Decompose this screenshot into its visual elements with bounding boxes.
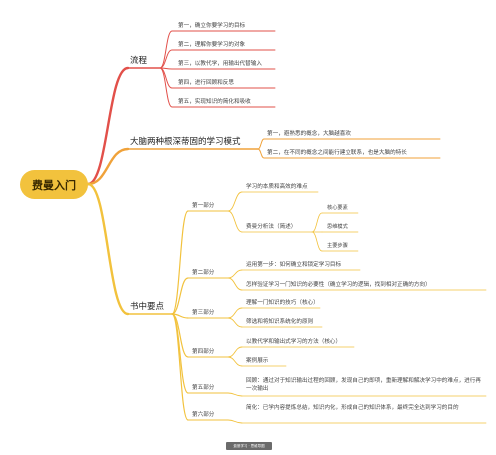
connector-part-1-sub-1 <box>311 212 323 233</box>
connector-part-1-item-2 <box>227 210 243 233</box>
part-1-sub-1[interactable]: 核心要素 <box>327 205 348 211</box>
part-4-item-2[interactable]: 案例展示 <box>246 358 269 364</box>
flow-item-5[interactable]: 第五，实现知识的简化和吸收 <box>178 99 251 105</box>
part-2-label[interactable]: 第二部分 <box>192 270 215 276</box>
flow-item-1[interactable]: 第一，确立你要学习的目标 <box>178 23 246 29</box>
flow-item-3[interactable]: 第三，以教代学，用输出代替输入 <box>178 61 262 67</box>
part-1-sub-3[interactable]: 主要步骤 <box>327 243 348 249</box>
connector-part-1-item-1 <box>227 191 243 212</box>
connector-part-1-sub-3 <box>311 231 323 252</box>
connector-part-4-item-2 <box>227 356 243 367</box>
connector-flow-5 <box>159 67 173 108</box>
root-label: 费曼入门 <box>32 178 76 192</box>
connector-part-3-item-2 <box>227 317 243 328</box>
connector-part-5 <box>171 313 189 394</box>
part-2-item-2[interactable]: 怎样验证学习一门知识的必要性（确立学习的逻辑，找到相对正确的方向） <box>246 282 431 288</box>
connector-part-6 <box>171 313 189 421</box>
connector-part-2-item-1 <box>227 269 243 279</box>
footer-text: 费曼学习 · 思维导图 <box>233 443 265 448</box>
connector-modes-1 <box>257 138 265 150</box>
part-1-item-1[interactable]: 学习的本质和高效的难点 <box>246 184 308 190</box>
part-6-label[interactable]: 第六部分 <box>192 412 215 418</box>
modes-item-2[interactable]: 第二，在不同的概念之间能行建立联系，也是大脑的特长 <box>267 150 407 156</box>
part-4-item-1[interactable]: 以教代学和输出式学习的方法（核心） <box>246 339 342 345</box>
connector-part-4-item-1 <box>227 346 243 358</box>
part-3-label[interactable]: 第三部分 <box>192 310 215 316</box>
part-5-item-1[interactable]: 回顾：通过对于知识输出过程的回顾，发现自己的即项，重新理解和解决学习中的难点，进… <box>246 378 481 392</box>
connector-root-modes <box>86 147 130 186</box>
branch-book-label[interactable]: 书中要点 <box>130 302 165 312</box>
part-1-label[interactable]: 第一部分 <box>192 203 215 209</box>
connector-root-flow <box>86 66 130 186</box>
flow-item-4[interactable]: 第四，进行回顾和反思 <box>178 80 234 86</box>
branch-modes-label[interactable]: 大脑两种根深蒂固的学习模式 <box>130 137 241 147</box>
connector-flow-1 <box>159 30 173 69</box>
branch-flow-label[interactable]: 流程 <box>130 56 148 66</box>
part-1-item-2[interactable]: 费曼分析法（简述） <box>246 224 297 230</box>
connector-part-6-item-1 <box>227 419 243 424</box>
connector-root-book <box>86 182 130 316</box>
part-5-label[interactable]: 第五部分 <box>192 385 215 391</box>
connector-modes-2 <box>257 148 265 159</box>
modes-item-1[interactable]: 第一，避熟悉的概念，大脑越喜欢 <box>267 131 351 137</box>
connector-part-5-item-1 <box>227 392 243 397</box>
part-3-item-1[interactable]: 理解一门知识的技巧（核心） <box>246 300 319 306</box>
connector-part-3-item-1 <box>227 307 243 319</box>
part-3-item-2[interactable]: 筛选和将知识系统化的原则 <box>246 319 314 325</box>
connector-part-2 <box>171 277 189 315</box>
footer-watermark: 费曼学习 · 思维导图 <box>226 442 272 450</box>
part-1-sub-2[interactable]: 思维模式 <box>327 224 348 230</box>
connector-part-1 <box>171 210 189 315</box>
flow-item-2[interactable]: 第二，理解你要学习的对象 <box>178 42 246 48</box>
part-6-item-1[interactable]: 简化：已学内容提炼总结，知识内化，形成自己的知识体系，最终完全达到学习的目的 <box>246 405 459 411</box>
connector-flow-2 <box>159 49 173 69</box>
root-node[interactable]: 费曼入门 <box>20 170 88 199</box>
part-2-item-1[interactable]: 运用第一步：如何确立和锁定学习目标 <box>246 262 342 268</box>
part-4-label[interactable]: 第四部分 <box>192 349 215 355</box>
connector-part-2-item-2 <box>227 277 243 291</box>
